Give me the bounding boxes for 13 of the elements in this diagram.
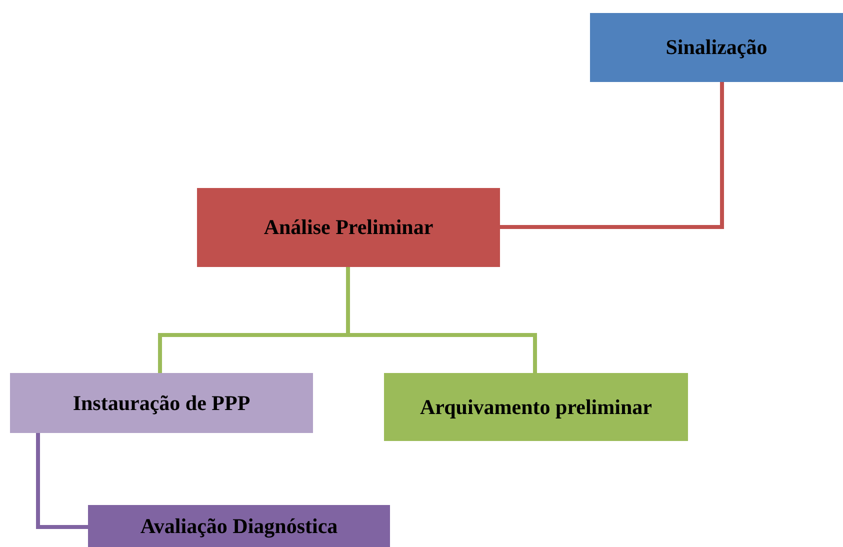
box-label: Sinalização [666,35,768,60]
box-label: Instauração de PPP [72,390,250,416]
box-label: Arquivamento preliminar [420,394,652,420]
connector-line [346,267,537,373]
connector-line [36,433,88,529]
process-box [590,13,843,82]
box-label: Análise Preliminar [264,215,434,240]
process-box [10,373,313,433]
process-box [384,373,688,441]
process-box [88,505,390,547]
box-label: Avaliação Diagnóstica [140,514,338,538]
connector-line [500,82,724,229]
process-box [197,188,500,267]
